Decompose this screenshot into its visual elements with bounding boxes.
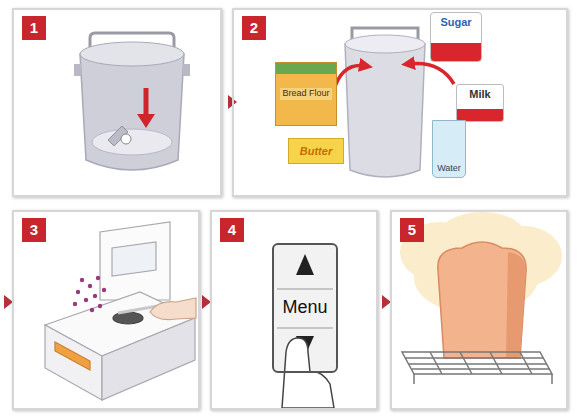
pour-arrow	[334, 66, 366, 91]
panel-ground	[12, 8, 222, 197]
cooling-rack	[551, 374, 553, 384]
yeast-dots	[98, 304, 102, 308]
bread-machine	[150, 298, 196, 320]
milk-bag: Milk	[456, 84, 504, 122]
bread-pan	[74, 33, 190, 170]
bread-machine	[112, 242, 156, 276]
button-face	[277, 289, 333, 290]
bread-machine	[45, 325, 102, 400]
bread-machine	[55, 342, 90, 370]
yeast-dots	[93, 294, 97, 298]
yeast-dots	[102, 288, 106, 292]
pressing-finger	[282, 338, 334, 408]
button-face	[277, 328, 333, 329]
butter-block: Butter	[288, 138, 344, 164]
bread-loaf	[438, 242, 526, 358]
panel-ground	[12, 8, 568, 410]
bread-machine	[45, 222, 196, 400]
package-label: Sugar	[440, 16, 471, 28]
flour-box: Bread Flour	[275, 62, 337, 126]
package-label: Milk	[469, 88, 490, 100]
step-panel: 3	[12, 210, 200, 410]
cooling-rack	[490, 352, 502, 374]
bread-pan	[345, 28, 425, 177]
step-number: 3	[22, 218, 46, 242]
cooling-rack	[460, 352, 472, 374]
down-arrow	[137, 88, 155, 128]
panel-ground	[390, 210, 568, 410]
down-arrow	[144, 88, 149, 116]
cooling-rack	[520, 352, 532, 374]
pour-arrow	[408, 63, 454, 84]
cooling-rack	[430, 352, 442, 374]
bread-machine	[100, 222, 170, 300]
panel-ground	[232, 8, 568, 197]
bread-loaf	[438, 242, 526, 358]
step-number: 5	[400, 218, 424, 242]
step-panel: 4Menu	[210, 210, 378, 410]
bread-pan	[74, 64, 81, 76]
step-panel: 5	[390, 210, 568, 410]
yeast-dots	[96, 276, 100, 280]
pour-arrow	[334, 63, 454, 90]
down-arrow	[137, 114, 155, 128]
yeast-dots	[90, 308, 94, 312]
package-label: Butter	[300, 145, 332, 157]
bread-machine	[102, 318, 195, 400]
sugar-bag: Sugar	[430, 12, 482, 62]
yeast-dots	[84, 298, 88, 302]
yeast-dots	[80, 278, 84, 282]
bread-pan	[80, 42, 184, 66]
yeast-dots	[73, 302, 77, 306]
panel-ground	[12, 210, 200, 410]
bread-pan	[80, 54, 184, 170]
step-panel: 2 SugarBread Flour MilkButterWater	[232, 8, 568, 197]
bread-pan	[183, 64, 190, 76]
yeast-dots	[76, 290, 80, 294]
yeast-dots	[88, 284, 92, 288]
yeast-dots	[73, 276, 106, 312]
water-glass: Water	[432, 120, 466, 178]
panel-ground	[210, 210, 378, 410]
step-number: 1	[22, 16, 46, 40]
step-number: 4	[220, 218, 244, 242]
package-label: Bread Flour	[280, 88, 331, 100]
step-panel: 1	[12, 8, 222, 197]
bread-pan	[92, 129, 172, 155]
step-number: 2	[242, 16, 266, 40]
button-face	[296, 254, 314, 275]
bread-pan	[345, 35, 425, 53]
button-label: Menu	[282, 298, 327, 318]
package-label: Water	[437, 164, 461, 174]
pressing-finger	[282, 338, 334, 408]
cooling-rack	[402, 352, 552, 384]
cooling-rack	[402, 352, 552, 374]
bread-pan	[121, 134, 131, 144]
bread-machine	[113, 312, 143, 324]
cooling-rack	[413, 374, 415, 384]
bread-loaf	[506, 252, 526, 358]
menu-button: Menu	[272, 243, 338, 373]
